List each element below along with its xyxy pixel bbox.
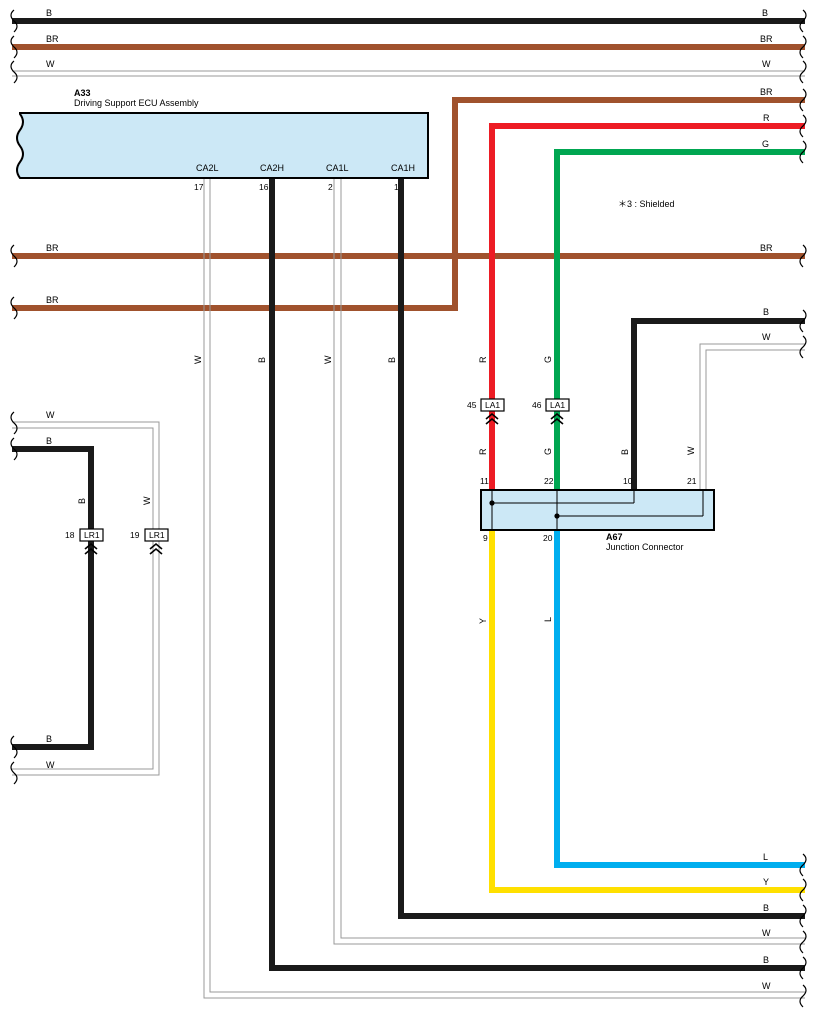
a33-pin-ca1l: CA1L (326, 163, 349, 173)
label-l-right: L (763, 852, 768, 862)
wire-b-lr1 (12, 446, 94, 750)
label-b-right-2: B (763, 955, 769, 965)
wire-y (489, 530, 805, 893)
label-top-br-right: BR (760, 34, 773, 44)
label-v-g-lower: G (543, 448, 553, 455)
wire-b-ca1h (398, 178, 805, 919)
label-v-l: L (543, 617, 553, 622)
a33-pin-ca1h: CA1H (391, 163, 415, 173)
a67-pin-10: 10 (623, 476, 633, 486)
label-top-br-left: BR (46, 34, 59, 44)
label-g-right: G (762, 139, 769, 149)
label-w-right-2: W (762, 981, 771, 991)
a67-pin-20: 20 (543, 533, 553, 543)
label-w-right-upper: W (762, 332, 771, 342)
wire-b-ca2h (269, 178, 805, 971)
label-y-right: Y (763, 877, 769, 887)
wire-w-ca1l-b (340, 178, 805, 939)
label-br-lower-left: BR (46, 295, 59, 305)
a67-code: A67 (606, 532, 623, 542)
a67-pin-22: 22 (544, 476, 554, 486)
a67-name: Junction Connector (606, 542, 684, 552)
connector-lr1-18[interactable]: 18 LR1 (65, 528, 104, 555)
label-v-w-lr1: W (142, 496, 152, 505)
a67-pin-11: 11 (480, 476, 489, 486)
a33-component[interactable]: A33 Driving Support ECU Assembly CA2L CA… (16, 88, 429, 192)
label-v-b-ca1h: B (387, 357, 397, 363)
wire-w-lr1-a (12, 421, 160, 776)
wire-br-loop (12, 97, 805, 311)
label-top-w-right: W (762, 59, 771, 69)
label-b-right-1: B (763, 903, 769, 913)
a33-code: A33 (74, 88, 91, 98)
label-r-right: R (763, 113, 770, 123)
label-v-w-ca1l: W (323, 355, 333, 364)
wire-g (554, 149, 805, 490)
a67-box (480, 489, 715, 531)
lr1-pin-19: 19 (130, 530, 140, 540)
label-top-b-right: B (762, 8, 768, 18)
wire-labels-horizontal: B B BR BR W W BR R G BR BR BR B W W B B … (46, 8, 773, 991)
wire-b-a67 (631, 318, 805, 490)
lr1-label-b: LR1 (84, 530, 100, 540)
wire-w-a67-a (699, 343, 805, 490)
a33-pin-num-1: 1 (394, 182, 399, 192)
la1-label-g: LA1 (550, 400, 565, 410)
label-b-left-bottom: B (46, 734, 52, 744)
la1-pin-46: 46 (532, 400, 542, 410)
label-w-left-bottom: W (46, 760, 55, 770)
label-br-mid-right: BR (760, 243, 773, 253)
lr1-label-w: LR1 (149, 530, 165, 540)
wire-labels-vertical: W B W B R G R G B W Y L B W (77, 355, 696, 624)
label-b-right-upper: B (763, 307, 769, 317)
label-top-b-left: B (46, 8, 52, 18)
wire-w-ca2l-a (203, 178, 805, 999)
a33-pin-num-16: 16 (259, 182, 269, 192)
label-v-g-upper: G (543, 356, 553, 363)
label-v-r-upper: R (478, 356, 488, 363)
a33-box (16, 112, 429, 179)
connector-la1-45[interactable]: 45 LA1 (467, 398, 505, 425)
wire-w-lr1-b (12, 427, 154, 770)
a33-pin-num-17: 17 (194, 182, 204, 192)
left-break-marks (10, 9, 18, 785)
label-br-mid-left: BR (46, 243, 59, 253)
wire-w-a67-b (705, 349, 805, 490)
a33-pin-ca2h: CA2H (260, 163, 284, 173)
label-v-b-lr1: B (77, 498, 87, 504)
la1-pin-45: 45 (467, 400, 477, 410)
label-v-b-ca2h: B (257, 357, 267, 363)
label-v-w-a67: W (686, 446, 696, 455)
a67-pin-9: 9 (483, 533, 488, 543)
wire-r (489, 123, 805, 490)
label-w-right-1: W (762, 928, 771, 938)
label-br-right: BR (760, 87, 773, 97)
a67-pin-21: 21 (687, 476, 697, 486)
label-top-w-left: W (46, 59, 55, 69)
label-v-y: Y (478, 618, 488, 624)
label-b-left: B (46, 436, 52, 446)
shield-note: ＊3 : Shielded (618, 199, 675, 209)
a33-pin-ca2l: CA2L (196, 163, 219, 173)
label-v-w-ca2l: W (193, 355, 203, 364)
connector-lr1-19[interactable]: 19 LR1 (130, 528, 169, 555)
wire-w-ca2l-b (209, 178, 805, 993)
a67-component[interactable]: 11 22 10 21 9 20 A67 Junction Connector (480, 476, 715, 552)
label-v-b-a67: B (620, 449, 630, 455)
a33-pin-num-2: 2 (328, 182, 333, 192)
wire-w-ca1l-a (333, 178, 805, 945)
lr1-pin-18: 18 (65, 530, 75, 540)
a33-name: Driving Support ECU Assembly (74, 98, 199, 108)
wire-l (554, 530, 805, 868)
connector-la1-46[interactable]: 46 LA1 (532, 398, 570, 425)
label-v-r-lower: R (478, 448, 488, 455)
right-break-marks (799, 9, 807, 1008)
la1-label-r: LA1 (485, 400, 500, 410)
label-w-left: W (46, 410, 55, 420)
